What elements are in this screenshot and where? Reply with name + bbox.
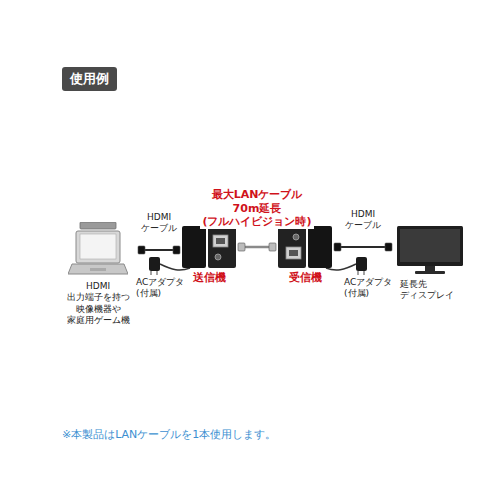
adapter-label: ACアダプタ (付属) [136, 277, 190, 300]
node-text: HDMI 出力端子を持つ 映像機器や 家庭用ゲーム機 [60, 281, 136, 326]
lan-cable [238, 243, 276, 251]
hdmi-cable [334, 243, 392, 251]
edge-label: HDMI ケーブル [136, 212, 182, 235]
source-device-icon [68, 222, 128, 278]
transmitter-icon [182, 226, 236, 268]
adapter-label: ACアダプタ (付属) [344, 277, 398, 300]
receiver-icon [278, 226, 332, 268]
edge-label: HDMI ケーブル [340, 209, 386, 232]
node-text: 送信機 [193, 271, 226, 285]
note: ※本製品はLANケーブルを1本使用します。 [62, 428, 462, 442]
node-text: 受信機 [289, 271, 322, 285]
section-title: 使用例 [62, 67, 117, 91]
node-text: 延長先 ディスプレイ [394, 279, 466, 302]
edge-label: 最大LANケーブル 70m延長 (フルハイビジョン時) [200, 188, 314, 229]
display: 延長先 ディスプレイ [394, 226, 466, 302]
source-device: HDMI 出力端子を持つ 映像機器や 家庭用ゲーム機 [60, 222, 136, 326]
ac-adapter-right [326, 257, 367, 275]
hdmi-cable [138, 246, 180, 254]
receiver: 受信機 [278, 226, 332, 285]
display-icon [397, 226, 463, 276]
transmitter: 送信機 [182, 226, 236, 285]
